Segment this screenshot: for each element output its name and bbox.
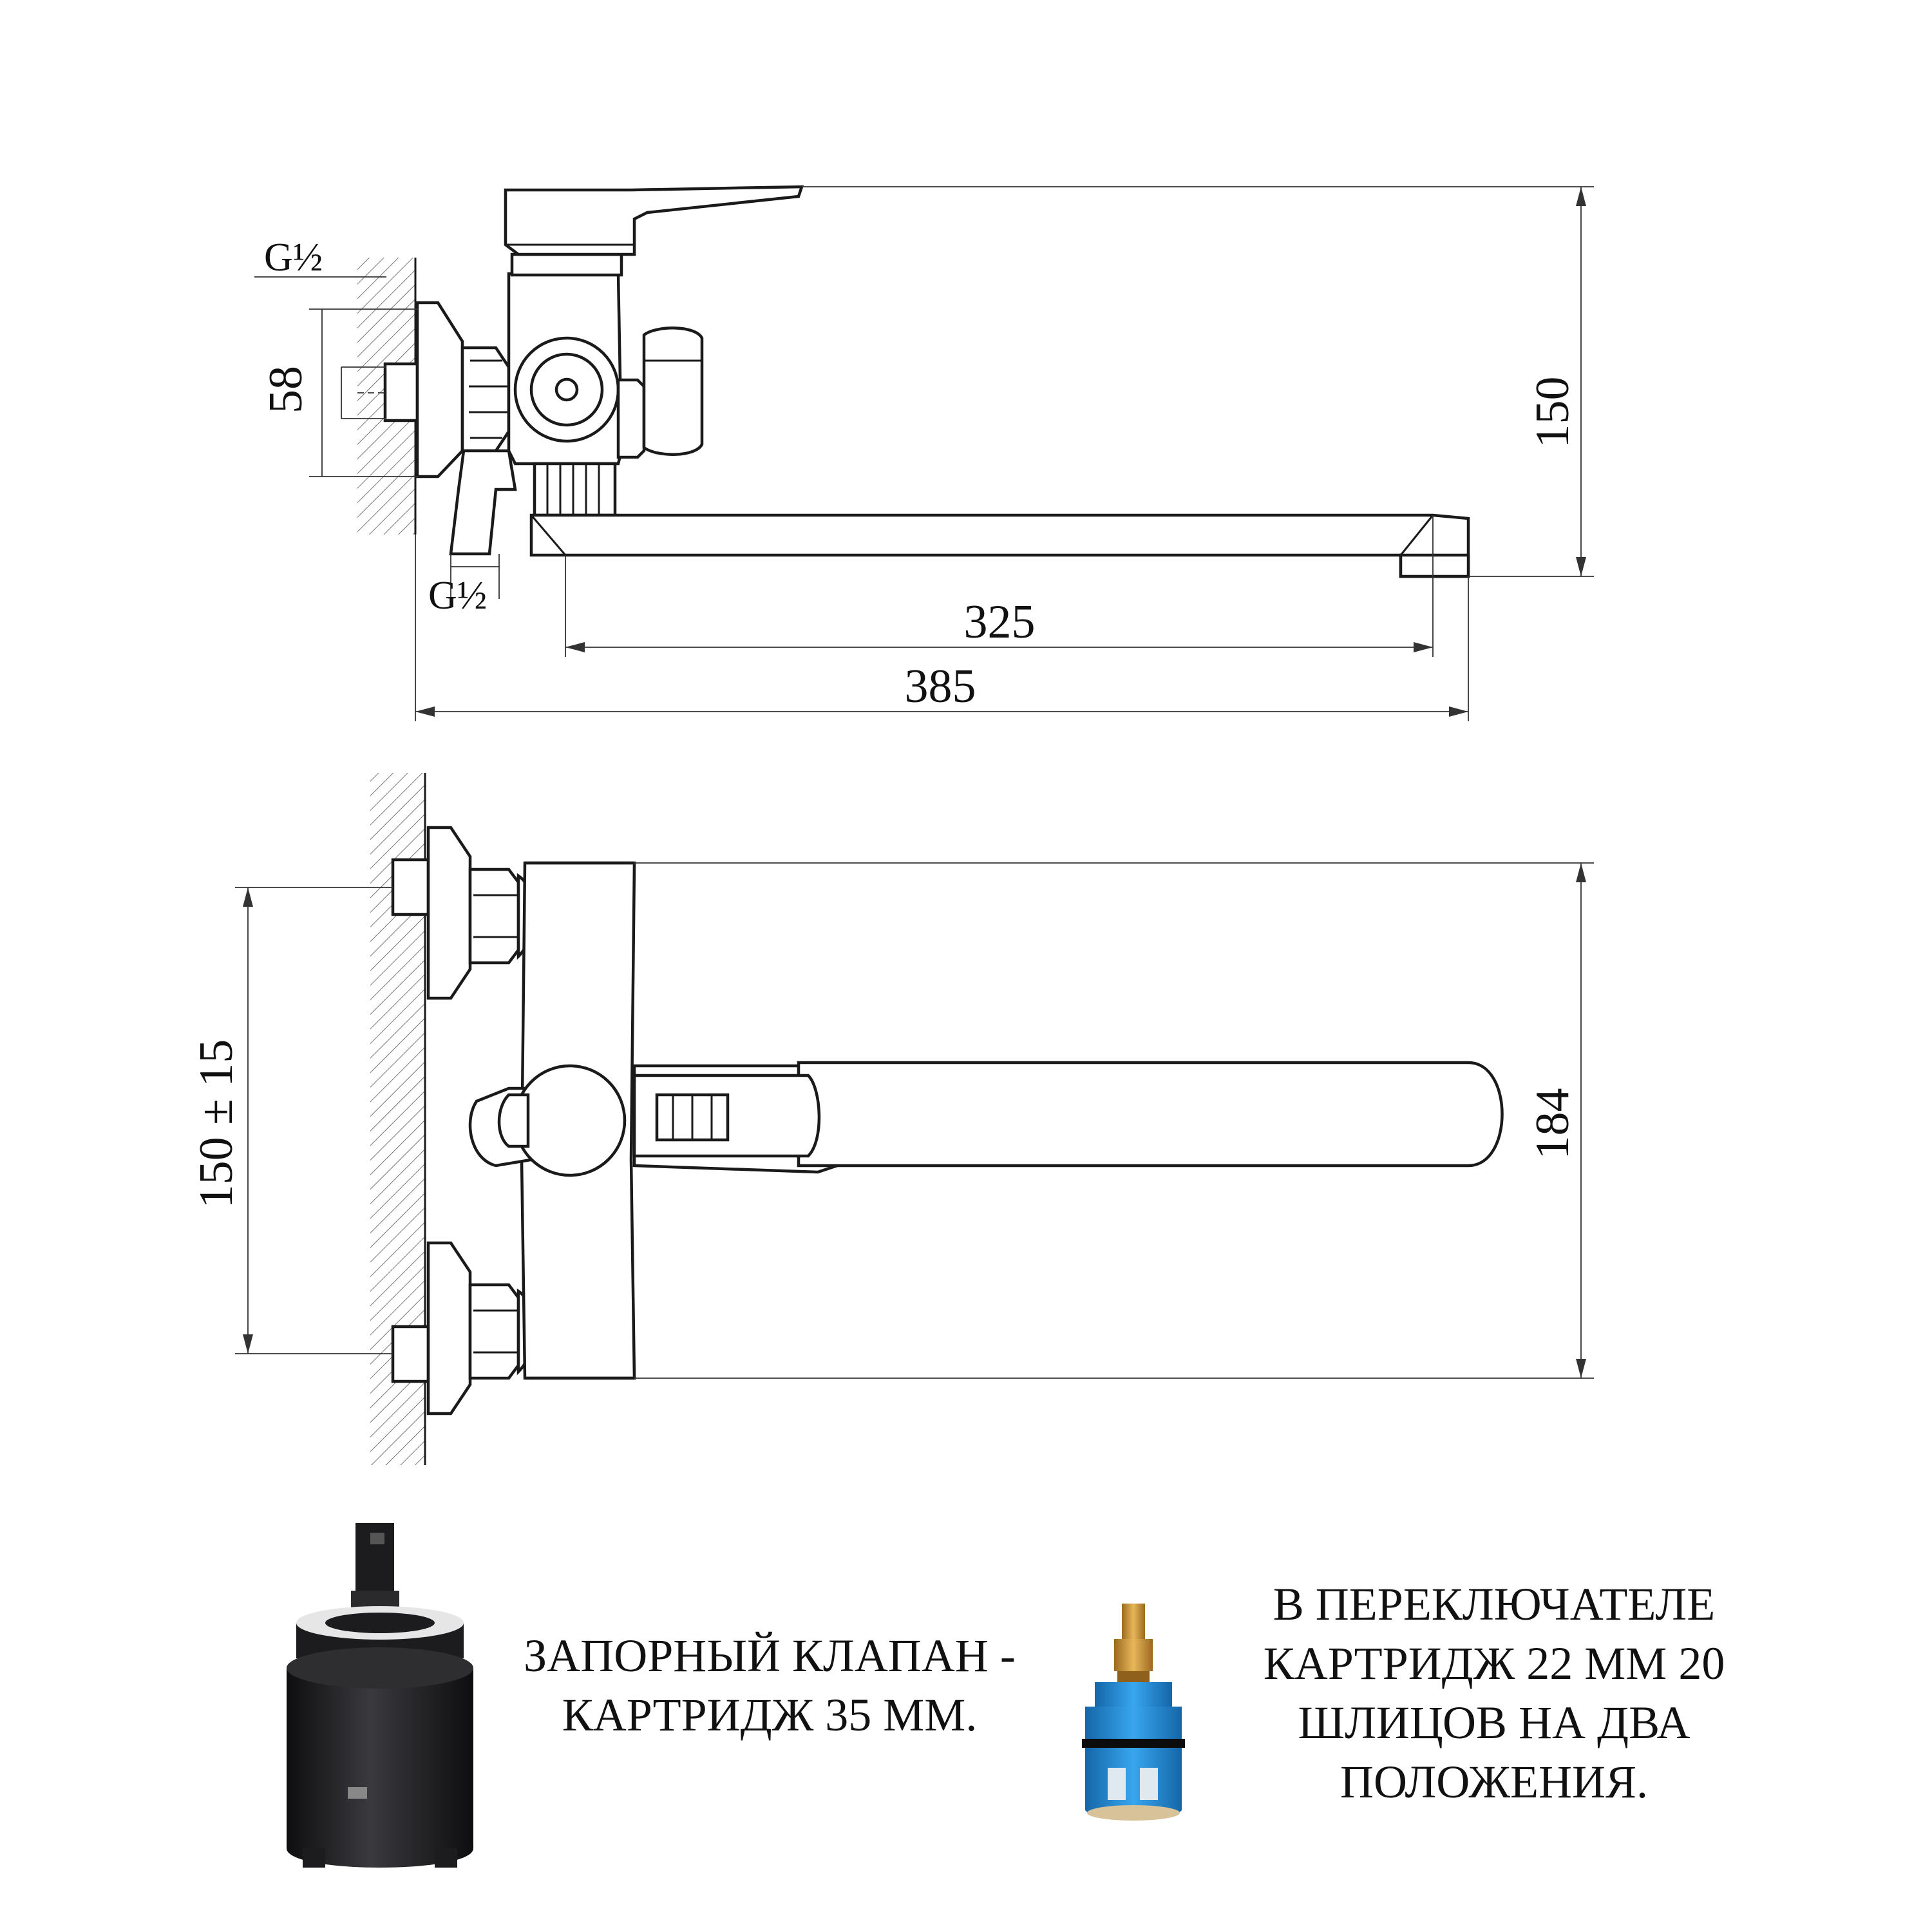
dim-inlet: 58 <box>260 366 312 413</box>
top-view: G½ 58 G½ 150 325 385 <box>254 185 1594 721</box>
dim-height: 150 <box>1526 377 1579 448</box>
cartridge-35mm-image <box>287 1523 473 1868</box>
dim-spout: 325 <box>964 596 1036 649</box>
caption-right-line-2: КАРТРИДЖ 22 ММ 20 <box>1263 1638 1725 1689</box>
dim-centers: 150 ± 15 <box>190 1039 243 1209</box>
caption-left-line-2: КАРТРИДЖ 35 ММ. <box>562 1689 978 1741</box>
cartridge-22mm-image <box>1082 1604 1185 1821</box>
thread-label-bottom: G½ <box>428 574 487 618</box>
caption-right-line-3: ШЛИЦОВ НА ДВА <box>1298 1697 1690 1748</box>
front-view: 184 150 ± 15 <box>190 773 1594 1465</box>
dim-spout-height: 184 <box>1526 1088 1579 1160</box>
caption-shutoff-cartridge: ЗАПОРНЫЙ КЛАПАН - КАРТРИДЖ 35 ММ. <box>486 1626 1053 1745</box>
caption-right-line-4: ПОЛОЖЕНИЯ. <box>1340 1756 1648 1808</box>
caption-diverter-cartridge: В ПЕРЕКЛЮЧАТЕЛЕ КАРТРИДЖ 22 ММ 20 ШЛИЦОВ… <box>1211 1575 1777 1812</box>
dim-total: 385 <box>905 660 976 713</box>
caption-right-line-1: В ПЕРЕКЛЮЧАТЕЛЕ <box>1273 1578 1716 1630</box>
thread-label-top: G½ <box>264 236 323 279</box>
caption-left-line-1: ЗАПОРНЫЙ КЛАПАН - <box>524 1630 1016 1681</box>
